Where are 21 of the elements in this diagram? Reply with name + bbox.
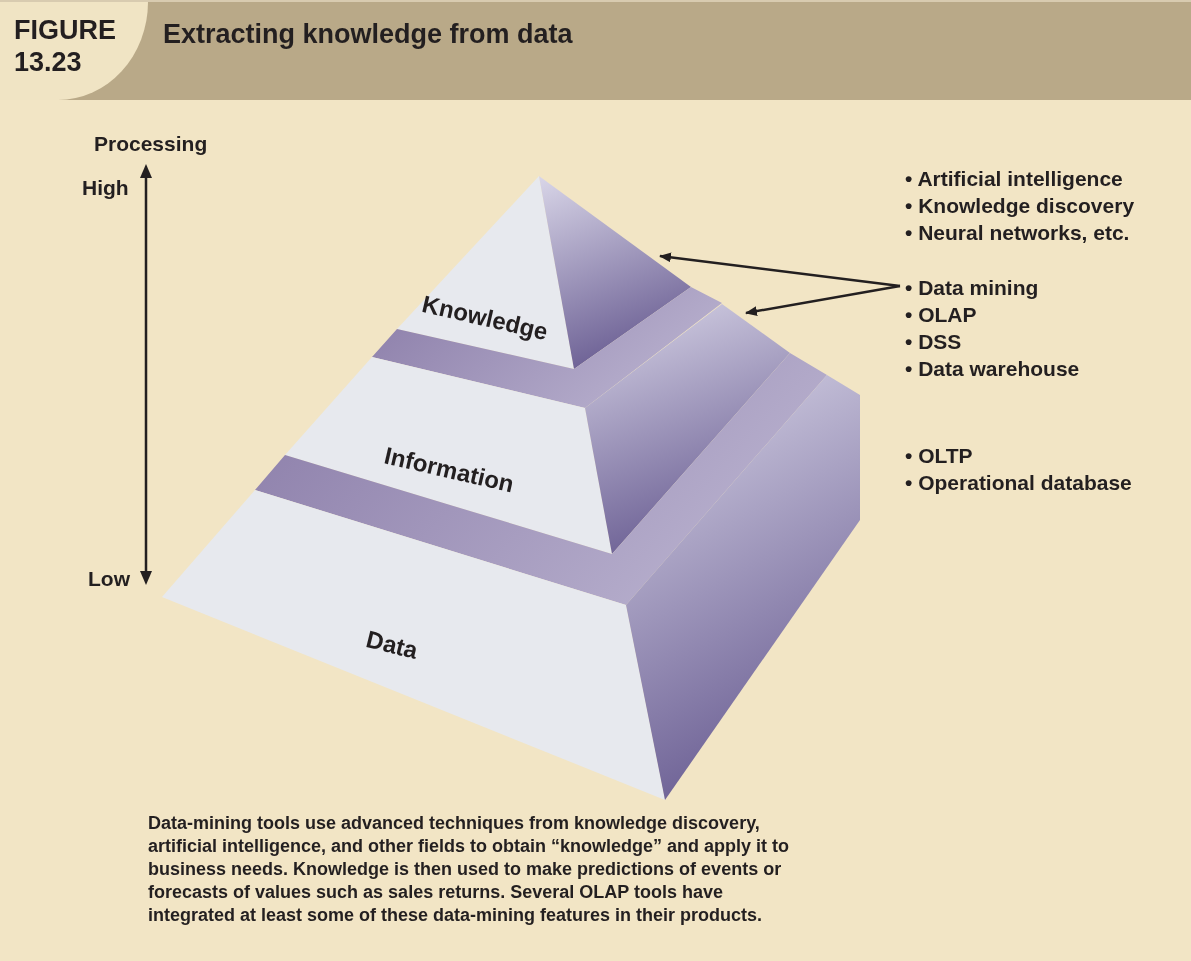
text-label: High xyxy=(82,175,129,201)
list-item: • Data warehouse xyxy=(905,356,1080,382)
text-label: • Knowledge discovery xyxy=(905,193,1135,219)
arrow xyxy=(745,284,901,317)
text-label: Processing xyxy=(94,131,208,157)
text-label: • Operational database xyxy=(905,470,1132,496)
pyramid-tier xyxy=(162,353,860,800)
text-label: • OLTP xyxy=(905,443,973,469)
pyramid-tier xyxy=(397,176,691,369)
list-item: • OLAP xyxy=(905,302,978,328)
text-label: Low xyxy=(88,566,130,592)
tier-label: Data xyxy=(362,624,422,666)
text-label: • Neural networks, etc. xyxy=(905,220,1130,246)
caption-text: Data-mining tools use advanced techniques from knowledge discovery, artificial intelligence, and other fields to obtain “knowledge” and apply it to business needs. Knowledge is then used to make predictions of events or forecasts of values such as sales returns. Several OLAP tools have integrated at least some of these data-mining features in their products. xyxy=(148,812,791,927)
pyramid-tier xyxy=(285,287,790,554)
text-label: • Artificial intelligence xyxy=(905,166,1123,192)
arrow xyxy=(659,252,901,288)
figure-title: Extracting knowledge from data xyxy=(163,18,573,51)
list-item: • Data mining xyxy=(905,275,1040,301)
figure-number: FIGURE 13.23 xyxy=(14,14,117,78)
list-item: • DSS xyxy=(905,329,963,355)
